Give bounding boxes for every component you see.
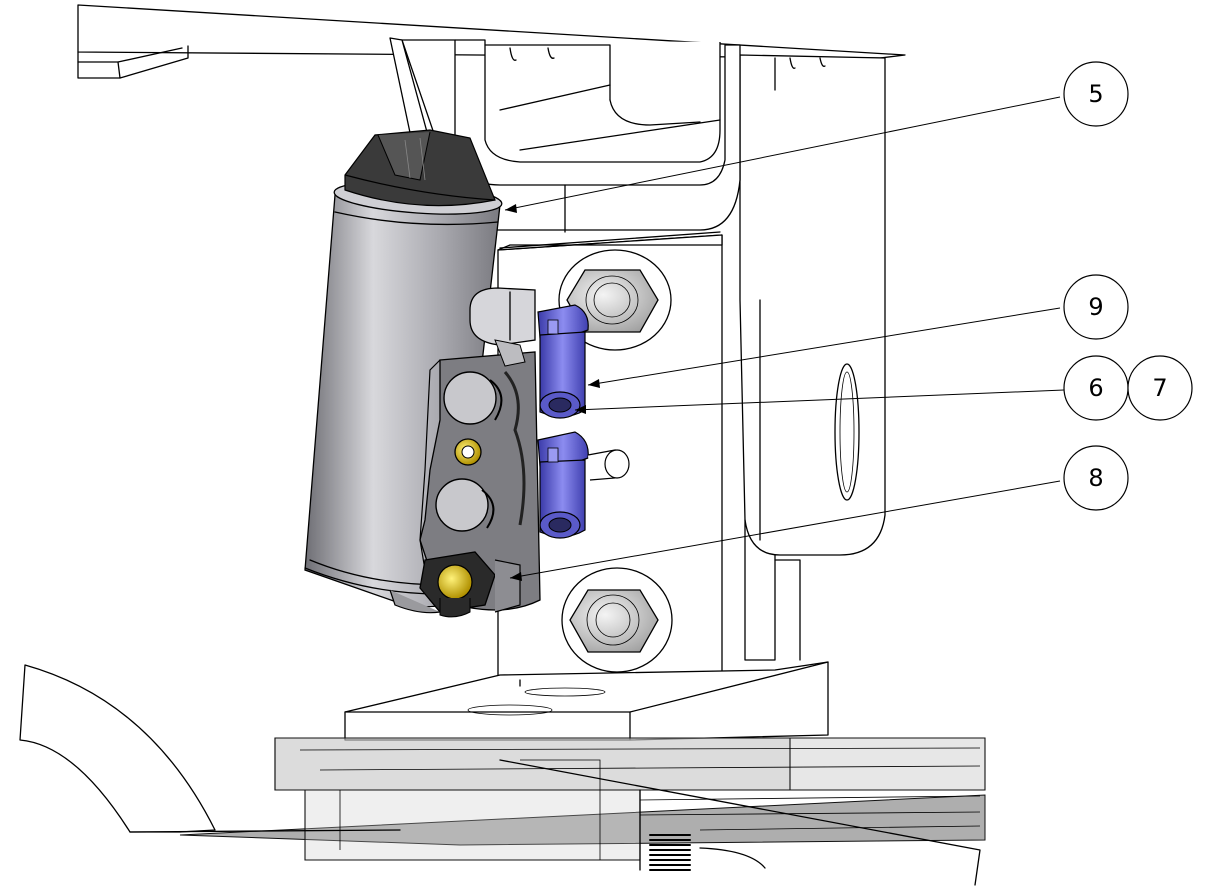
center-screw (454, 438, 482, 466)
spring (649, 834, 691, 871)
leader-lines (504, 96, 1065, 581)
balloon-9: 9 (1063, 274, 1129, 340)
balloon-5-label: 5 (1088, 80, 1103, 108)
balloon-8-label: 8 (1088, 464, 1103, 492)
balloon-5: 5 (1063, 61, 1129, 127)
stud-pin (587, 449, 630, 481)
balloon-9-label: 9 (1088, 293, 1103, 321)
bottom-nut (389, 551, 521, 618)
lower-bolt (561, 567, 673, 673)
vertical-bracket (739, 54, 886, 661)
pivot-lug (469, 287, 536, 367)
balloon-6-label: 6 (1088, 374, 1103, 402)
clamp-bosses (435, 371, 526, 532)
lower-carriage (179, 737, 986, 886)
cylinder-cap (344, 129, 496, 207)
u-bracket (389, 37, 741, 231)
lower-blue-fitting (537, 431, 589, 539)
balloon-6: 6 (1063, 355, 1129, 421)
balloon-7: 7 (1127, 355, 1193, 421)
curved-frame (19, 664, 401, 833)
balloon-7-label: 7 (1152, 374, 1167, 402)
balloon-8: 8 (1063, 445, 1129, 511)
upper-blue-fitting (537, 304, 589, 419)
base-plate (344, 661, 829, 741)
